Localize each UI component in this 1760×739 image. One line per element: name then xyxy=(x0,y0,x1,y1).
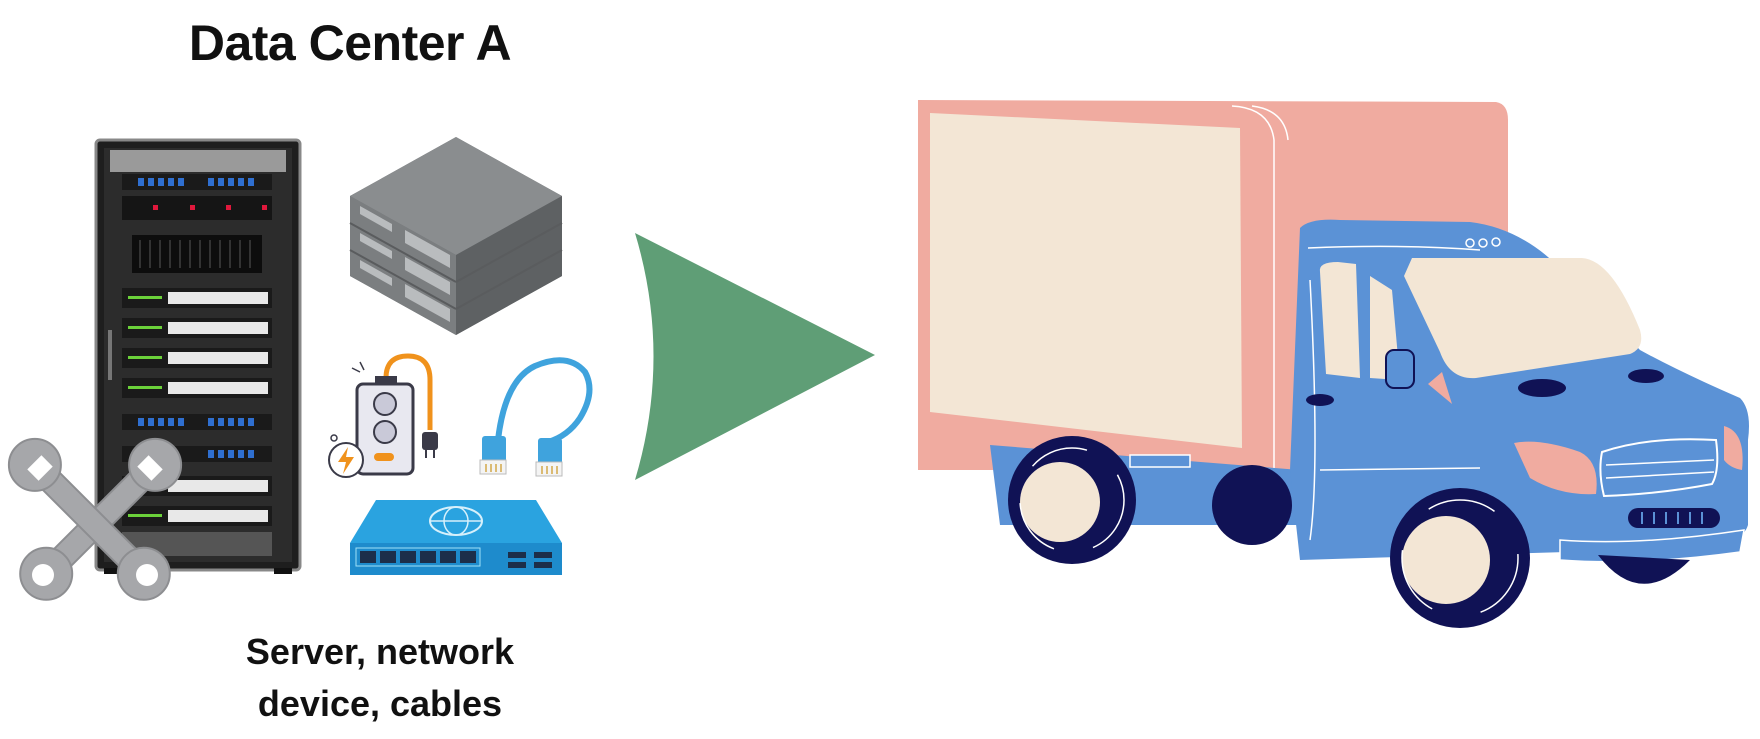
arrow-right-icon xyxy=(635,233,875,480)
wrench-icon xyxy=(7,437,183,601)
stacked-servers-icon xyxy=(349,137,563,335)
diagram-caption: Server, network device, cables xyxy=(195,626,565,730)
power-strip-icon xyxy=(328,353,438,478)
ethernet-cable-icon xyxy=(479,357,593,477)
caption-line-2: device, cables xyxy=(257,683,503,724)
network-switch-icon xyxy=(350,500,562,575)
diagram-title: Data Center A xyxy=(188,15,512,71)
caption-line-1: Server, network xyxy=(245,631,515,672)
delivery-truck-icon xyxy=(918,100,1749,628)
